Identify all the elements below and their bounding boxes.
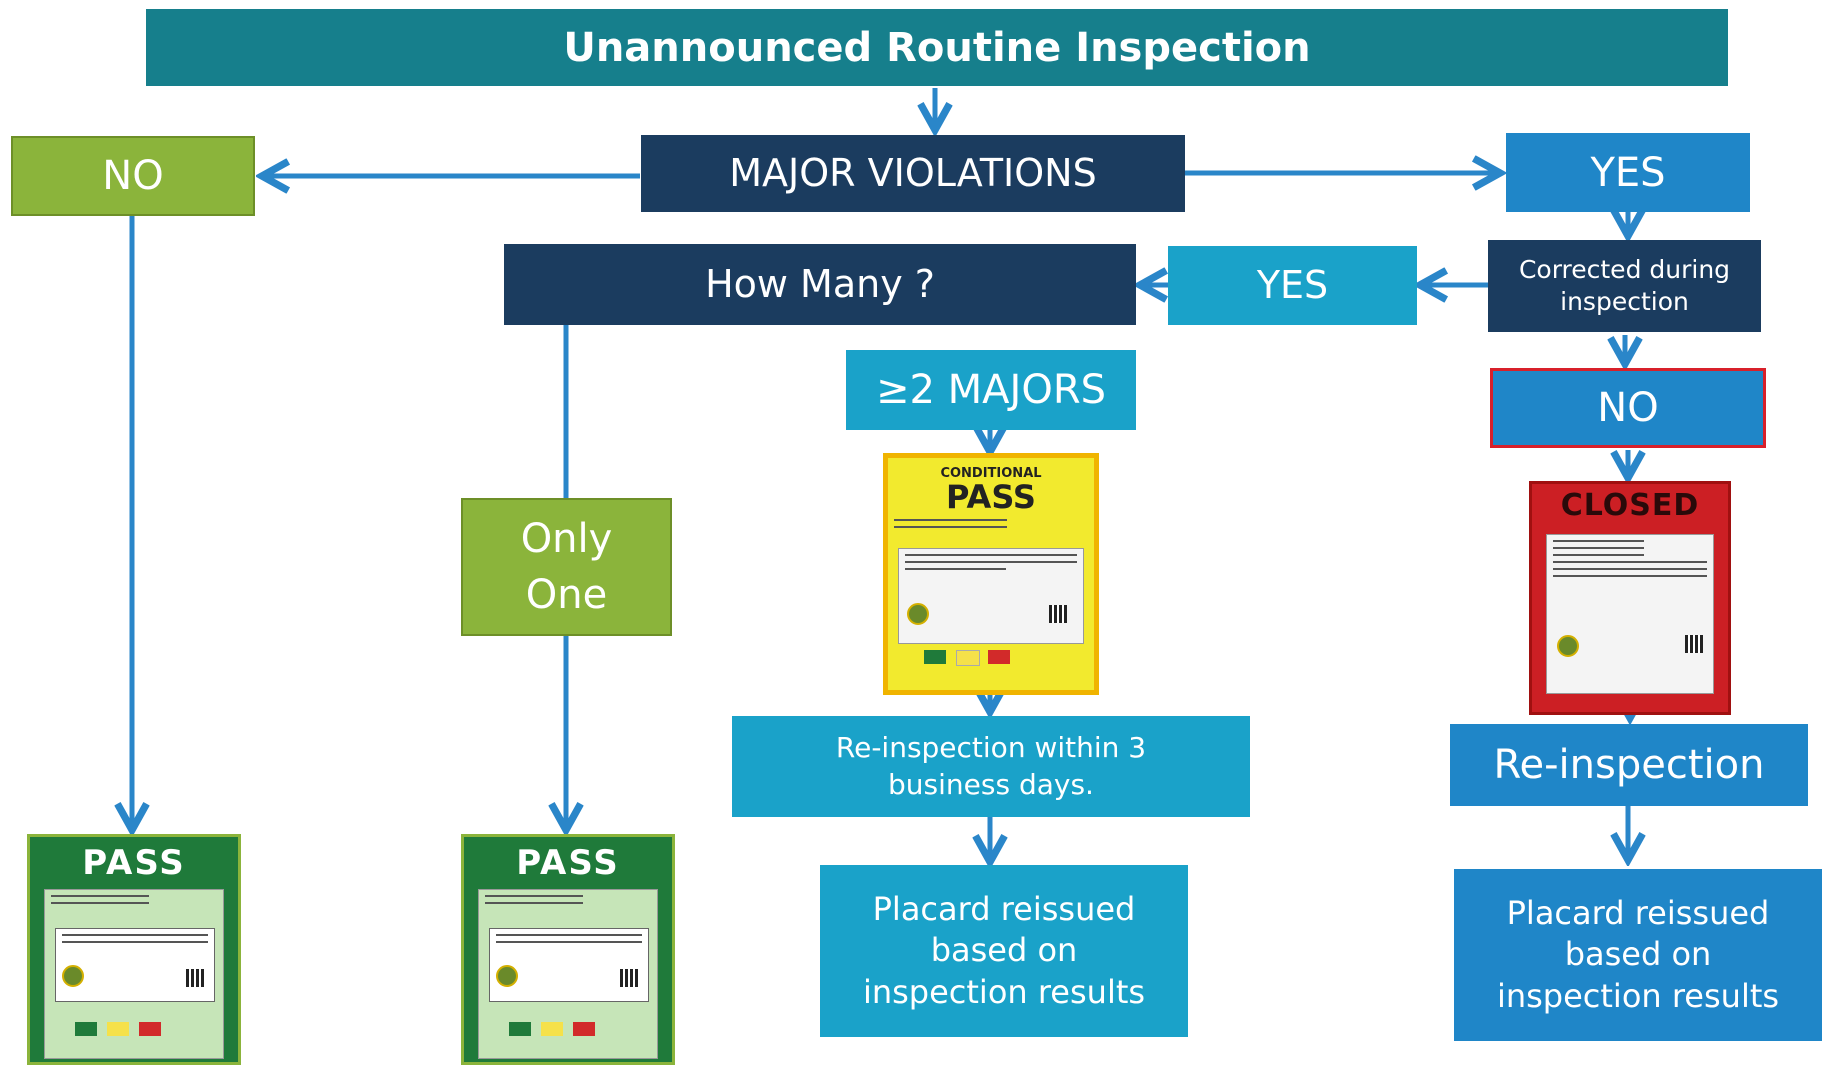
reinspection-box: Re-inspection bbox=[1450, 724, 1808, 806]
how-many-box: How Many ? bbox=[504, 244, 1136, 325]
yes-right-box: YES bbox=[1506, 133, 1750, 212]
qr-code-icon bbox=[186, 969, 204, 987]
yes-corrected-box: YES bbox=[1168, 246, 1417, 325]
status-chip-yellow bbox=[107, 1022, 129, 1036]
status-chip-red bbox=[988, 650, 1010, 664]
pass-left-title: PASS bbox=[82, 843, 186, 883]
conditional-label: CONDITIONAL bbox=[940, 466, 1042, 481]
qr-code-icon bbox=[620, 969, 638, 987]
conditional-form-lines bbox=[888, 519, 1094, 528]
seal-icon bbox=[1557, 635, 1579, 657]
closed-inner-form bbox=[1546, 534, 1714, 694]
conditional-pass-placard: CONDITIONAL PASS bbox=[883, 453, 1099, 695]
conditional-inner-form bbox=[898, 548, 1084, 644]
reinspection-3days-box: Re-inspection within 3 business days. bbox=[732, 716, 1250, 817]
seal-icon bbox=[496, 965, 518, 987]
pass-placard-mid: PASS bbox=[461, 834, 675, 1065]
pass-mid-inner bbox=[478, 889, 658, 1059]
status-chip-yellow bbox=[956, 650, 980, 666]
pass-placard-left: PASS bbox=[27, 834, 241, 1065]
qr-code-icon bbox=[1685, 635, 1703, 653]
major-violations-box: MAJOR VIOLATIONS bbox=[641, 135, 1185, 212]
seal-icon bbox=[907, 603, 929, 625]
corrected-during-box: Corrected during inspection bbox=[1488, 240, 1761, 332]
placard-reissued-right-box: Placard reissued based on inspection res… bbox=[1454, 869, 1822, 1041]
page-title: Unannounced Routine Inspection bbox=[146, 9, 1728, 86]
placard-reissued-mid-box: Placard reissued based on inspection res… bbox=[820, 865, 1188, 1037]
pass-mid-title: PASS bbox=[516, 843, 620, 883]
status-chip-green bbox=[924, 650, 946, 664]
seal-icon bbox=[62, 965, 84, 987]
closed-title: CLOSED bbox=[1560, 488, 1700, 523]
status-chip-red bbox=[139, 1022, 161, 1036]
only-one-box: Only One bbox=[461, 498, 672, 636]
status-chip-red bbox=[573, 1022, 595, 1036]
pass-left-inner bbox=[44, 889, 224, 1059]
qr-code-icon bbox=[1049, 605, 1067, 623]
two-majors-box: ≥2 MAJORS bbox=[846, 350, 1136, 430]
no-left-box: NO bbox=[11, 136, 255, 216]
status-chip-yellow bbox=[541, 1022, 563, 1036]
status-chip-green bbox=[509, 1022, 531, 1036]
conditional-pass-title: PASS bbox=[946, 478, 1036, 516]
closed-placard: CLOSED bbox=[1529, 481, 1731, 715]
no-not-corrected-box: NO bbox=[1490, 368, 1766, 448]
status-chip-green bbox=[75, 1022, 97, 1036]
